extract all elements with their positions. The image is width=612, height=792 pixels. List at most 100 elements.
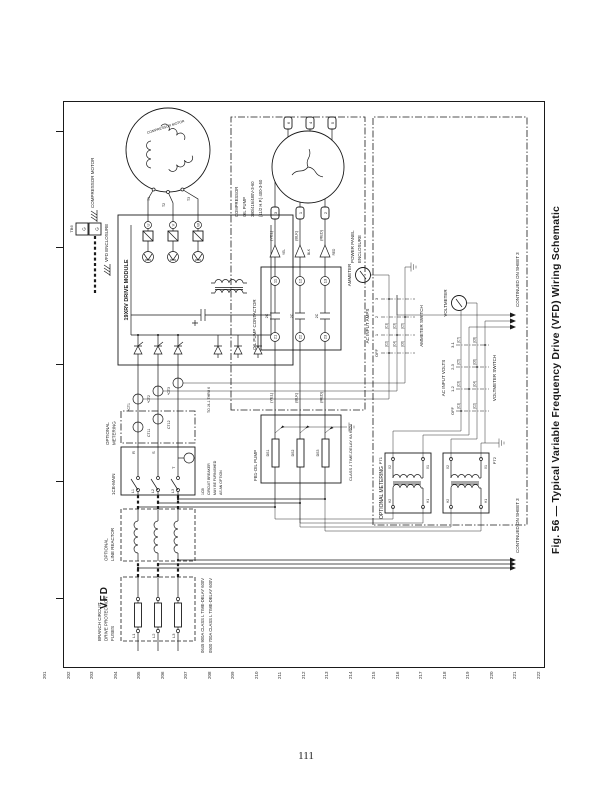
terminal-label: R — [131, 451, 136, 454]
ammeter-title: AC INPUT AMPS — [365, 309, 370, 344]
ruler-number: 205 — [136, 671, 142, 679]
switch-contact: (C3) — [457, 381, 461, 387]
fuse-label: DS1 — [266, 450, 270, 457]
switch-position: 3 — [374, 297, 379, 300]
contactor-terminal: 22 — [298, 334, 303, 339]
arrow-down-icon — [510, 561, 516, 567]
frame-tick — [56, 598, 64, 599]
ruler-number: 209 — [230, 671, 236, 679]
fuse-symbols — [134, 597, 182, 633]
contactor-terminal: 13 — [323, 278, 328, 283]
breaker-label: 1CB-MAIN — [111, 473, 116, 495]
fb1-label: FB1-OIL PUMP — [253, 450, 258, 481]
frame-tick — [56, 131, 64, 132]
ruler-number: 206 — [159, 671, 165, 679]
breaker-note: CIRCUIT BREAKER — [207, 463, 211, 495]
switch-contact: (C7) — [457, 337, 461, 343]
switch-position: 1 — [374, 333, 379, 336]
ruler-number: 221 — [512, 671, 518, 679]
switch-contact: (C5) — [457, 359, 461, 365]
voltmeter-label: VOLTMETER — [443, 289, 448, 317]
terminal-label: T — [171, 466, 176, 469]
continued-label: CONTINUED ON SHEET 3 — [515, 498, 520, 553]
switch-contact: (C3) — [393, 323, 397, 329]
splice-icon — [294, 244, 306, 258]
output-terminal-label: W — [196, 223, 201, 227]
pump-label: COMPRESSOR — [234, 187, 239, 217]
oil-pump-fuse-block: FB1-OIL PUMP DS1 DS2 DS3 CLASS J TIME-DE… — [253, 414, 355, 484]
continued-sheet3-metering: CONTINUED ON SHEET 3 — [396, 252, 520, 335]
switch-contact: (C5) — [401, 323, 405, 329]
pt-label: PT2 — [492, 456, 497, 464]
output-terminals: U V W — [144, 215, 202, 231]
oil-pump-branch: FB1-OIL PUMP DS1 DS2 DS3 CLASS J TIME-DE… — [136, 116, 355, 509]
splice-label: BLK — [307, 248, 311, 255]
motor-windings — [146, 123, 194, 172]
switch-position: OFF — [374, 348, 379, 357]
ammeter-label: AMMETER — [347, 263, 352, 286]
ammeter-circuit: AC INPUT AMPS OFF 1 2 3 (C2) (C1) (C4) (… — [347, 262, 424, 367]
output-terminal-label: V — [171, 223, 176, 226]
arrow-down-icon — [510, 312, 516, 318]
pt-terminal: H2 — [388, 499, 392, 503]
line-reactor-label: OPTIONAL — [104, 538, 109, 561]
pt2-windings — [449, 457, 483, 509]
pump-terminal: 4 — [308, 121, 313, 124]
ruler-number: 214 — [347, 671, 353, 679]
breaker-note: 1CB — [201, 488, 205, 495]
splice-icon — [319, 244, 331, 258]
lem-current-sensors — [142, 230, 204, 242]
pump-terminal: 5 — [330, 121, 335, 124]
ruler-number: 207 — [183, 671, 189, 679]
ground-hatch-icon — [103, 264, 111, 276]
line-reactor: OPTIONAL LINE REACTOR — [104, 508, 196, 562]
breaker-note: AS AN OPTION — [219, 470, 223, 495]
ground-terminal-block: TB6 G G — [69, 222, 102, 293]
switch-position: OFF — [450, 406, 455, 415]
voltmeter-title: AC INPUT VOLTS — [441, 360, 446, 397]
contactor-terminal: 23 — [323, 334, 328, 339]
ruler-number: 204 — [112, 671, 118, 679]
pump-label: (11/2 H.P.) 400-3-50 — [258, 179, 263, 217]
ground-terminal: G — [82, 227, 87, 231]
ruler-number: 212 — [300, 671, 306, 679]
ruler-number: 213 — [324, 671, 330, 679]
fuse-label: DS2 — [291, 450, 295, 457]
contactor-terminal: 11 — [273, 278, 278, 283]
ruler-number: 220 — [488, 671, 494, 679]
wire-color-label: (YEL) — [269, 230, 274, 241]
ruler-number: 218 — [441, 671, 447, 679]
ruler-number: 203 — [89, 671, 95, 679]
contactor-terminal: 12 — [298, 278, 303, 283]
wire-color-label: (BLK) — [294, 230, 299, 241]
pt-terminal: X2 — [446, 465, 450, 469]
fuse-rating: 0645 900A CLASS L TIME-DELAY 600V — [200, 578, 205, 653]
fuse-label: DS3 — [316, 450, 320, 457]
fuse-block-label: DRIVE PROTECTION — [104, 596, 109, 641]
motor-terminal-label: T2 — [162, 203, 166, 207]
pump-terminal: 3 — [273, 211, 278, 214]
pump-terminal: 2 — [323, 211, 328, 214]
switch-position: 3-1 — [450, 341, 455, 348]
ruler-number: 215 — [371, 671, 377, 679]
switch-contact: (C6) — [401, 341, 405, 347]
ruler-number: 217 — [418, 671, 424, 679]
pump-terminal: 1 — [298, 211, 303, 214]
dc-capacitor — [131, 309, 271, 326]
arrestor-arrow-icon — [280, 425, 285, 429]
arrow-down-icon — [510, 324, 516, 330]
breaker-poles — [130, 452, 195, 492]
ruler-number: 216 — [394, 671, 400, 679]
ct-label: *CT1 — [127, 403, 131, 411]
wire-color-label: (RED) — [319, 229, 324, 241]
terminal-label: S — [151, 451, 156, 454]
wire-color-label: (YEL) — [269, 392, 274, 403]
optional-metering-enclosure: OPTIONAL METERING AC INPUT AMPS OFF 1 2 … — [274, 116, 528, 532]
vfd-label: VFD — [99, 586, 110, 609]
compressor-motor-ground-label: COMPRESSOR MOTOR — [90, 157, 95, 208]
fuse-rating: 0500 700A CLASS L TIME-DELAY 600V — [208, 578, 213, 653]
optional-metering-label: OPTIONAL — [105, 422, 110, 445]
terminal-label: L3 — [171, 489, 175, 493]
